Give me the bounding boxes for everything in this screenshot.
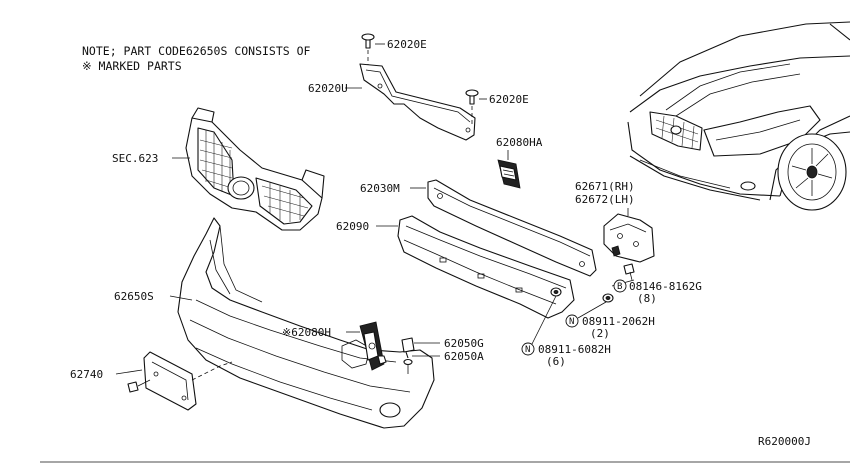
reference-code: R620000J [758, 435, 811, 448]
label-62740: 62740 [70, 368, 103, 381]
label-62080ha: 62080HA [496, 136, 543, 149]
clip-62050g [401, 337, 440, 359]
label-62650s: 62650S [114, 290, 154, 303]
label-62050g: 62050G [444, 337, 484, 350]
bracket-62671-62672 [603, 208, 655, 263]
nut-08911-6082h: N [521, 287, 562, 356]
clip-62020e-mid [465, 89, 487, 124]
label-62090: 62090 [336, 220, 369, 233]
screw-62050a [403, 355, 440, 374]
clip-62020e-top [361, 33, 385, 66]
part-62080ha [497, 150, 521, 189]
label-62050a: 62050A [444, 350, 484, 363]
nut-symbol-2: N [525, 345, 530, 355]
label-62080h: ※62080H [282, 326, 331, 339]
grille-sec623 [172, 107, 325, 231]
bumper-fascia-62650s [169, 217, 435, 429]
armature-62090 [376, 215, 575, 319]
label-sec623: SEC.623 [112, 152, 158, 165]
label-62672: 62672(LH) [575, 193, 635, 206]
nut-08911-2062h: N [565, 293, 614, 328]
bolt-08146: B [611, 263, 635, 293]
label-62020e-mid: 62020E [489, 93, 529, 106]
bolt-symbol: B [617, 282, 622, 292]
bracket-62020u [345, 63, 476, 141]
label-62671: 62671(RH) [575, 180, 635, 193]
label-08146-qty: (8) [637, 292, 657, 305]
nut-symbol-1: N [569, 317, 574, 327]
label-62030m: 62030M [360, 182, 400, 195]
note-line-2: ※ MARKED PARTS [82, 59, 182, 73]
label-62020e-top: 62020E [387, 38, 427, 51]
label-08146: 08146-8162G [629, 280, 702, 293]
label-08911-2062h-qty: (2) [590, 327, 610, 340]
label-08911-6082h-qty: (6) [546, 355, 566, 368]
label-62020u: 62020U [308, 82, 348, 95]
vehicle-front-view [627, 21, 850, 211]
reinforcement-62030m [410, 179, 597, 277]
license-plate-bracket-62740 [115, 351, 233, 411]
label-08911-2062h: 08911-2062H [582, 315, 655, 328]
label-08911-6082h: 08911-6082H [538, 343, 611, 356]
note-line-1: NOTE; PART CODE62650S CONSISTS OF [82, 44, 311, 58]
part-62080h [346, 321, 387, 371]
